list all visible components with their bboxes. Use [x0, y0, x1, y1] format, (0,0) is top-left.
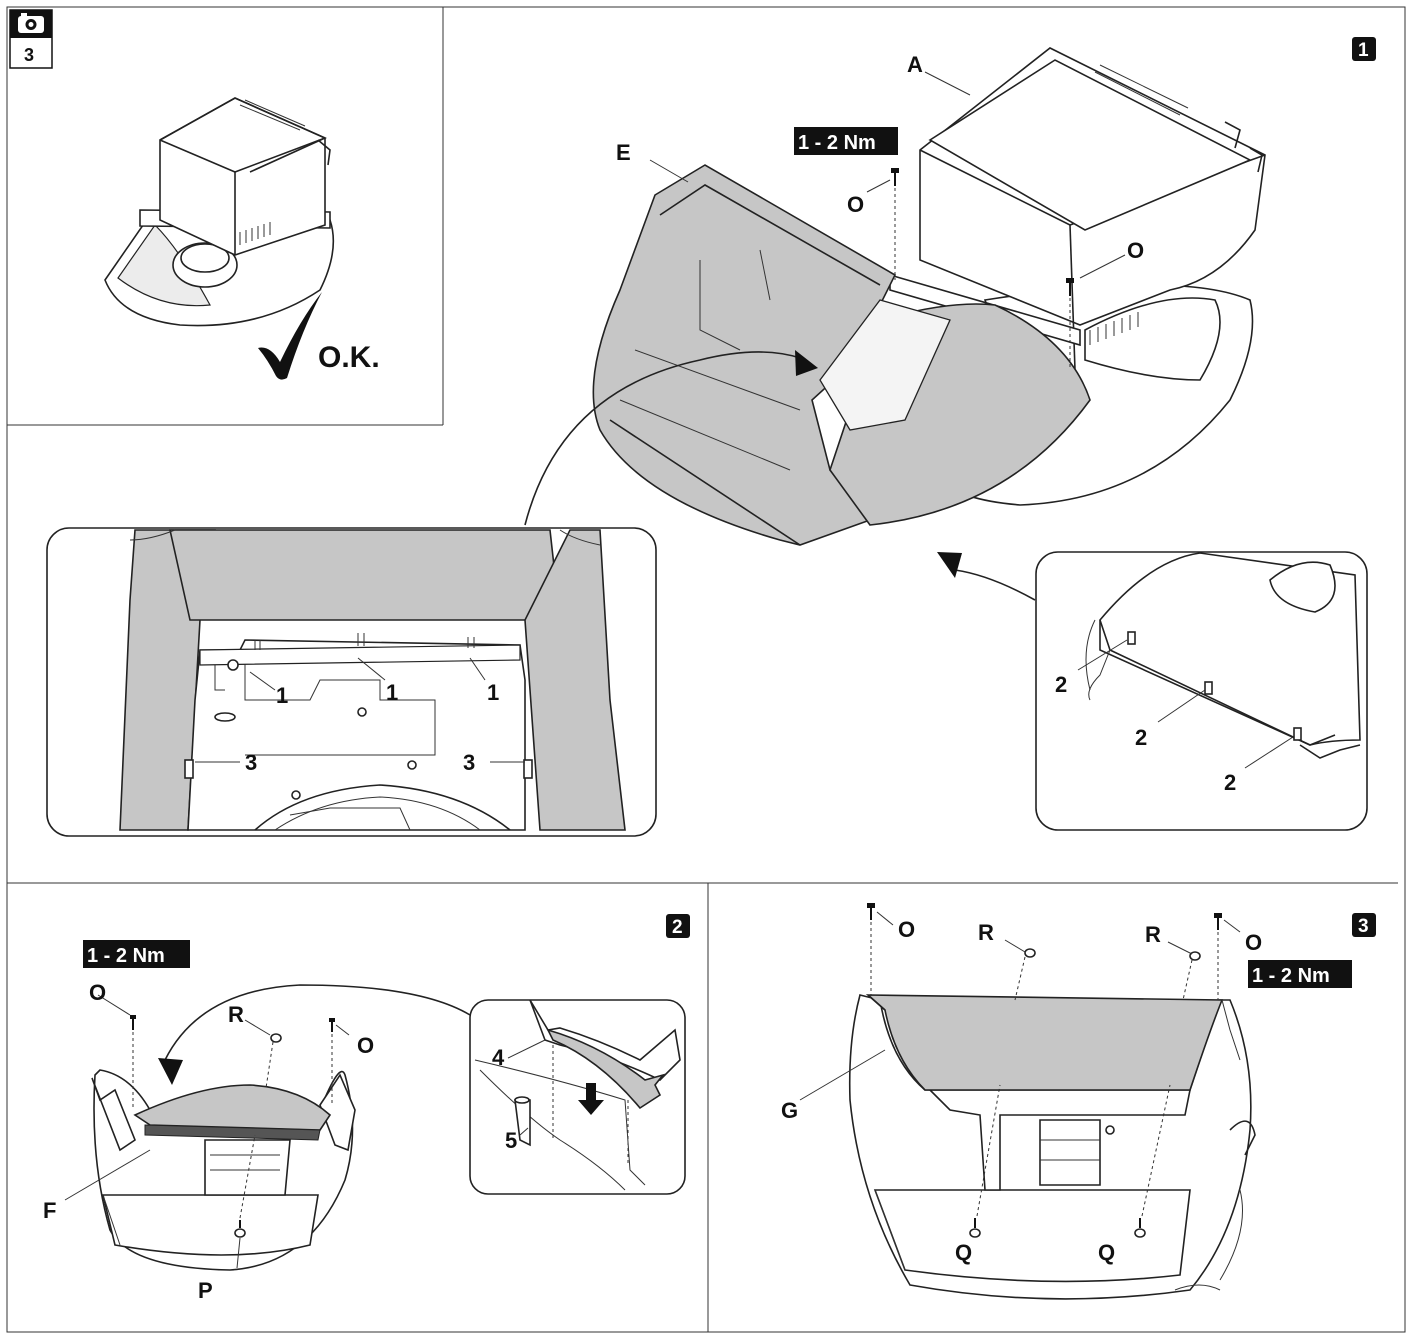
label-R-step3-right: R — [1145, 922, 1161, 947]
camera-icon — [18, 13, 44, 33]
label-O-step3-left: O — [898, 917, 915, 942]
label-3b: 3 — [463, 750, 475, 775]
camera-number: 3 — [24, 45, 34, 65]
label-Q-left: Q — [955, 1240, 972, 1265]
screw-icon-o-left — [130, 1015, 136, 1110]
step-2-inset — [469, 999, 686, 1195]
step-3-illustration — [799, 903, 1256, 1300]
label-E: E — [616, 140, 631, 165]
label-O-step1-right: O — [1127, 238, 1144, 263]
label-F: F — [43, 1198, 56, 1223]
label-G: G — [781, 1098, 798, 1123]
camera-badge: 3 — [9, 9, 53, 69]
label-2c: 2 — [1224, 770, 1236, 795]
label-1a: 1 — [276, 683, 288, 708]
step-1-torque-badge: 1 - 2 Nm — [794, 127, 898, 155]
step-3-torque-badge: 1 - 2 Nm — [1248, 960, 1352, 988]
step-1-badge: 1 — [1352, 37, 1376, 61]
label-O-step2-right: O — [357, 1033, 374, 1058]
screw-icon-o-right-step3 — [1214, 913, 1222, 1000]
svg-text:1 - 2 Nm: 1 - 2 Nm — [87, 945, 165, 967]
label-A: A — [907, 52, 923, 77]
svg-text:1: 1 — [1358, 40, 1369, 61]
label-3a: 3 — [245, 750, 257, 775]
step-3-badge: 3 — [1352, 913, 1376, 937]
label-O-step2-left: O — [89, 980, 106, 1005]
frame-lines — [6, 6, 1406, 1333]
label-R-step2: R — [228, 1002, 244, 1027]
screw-icon-q-left — [969, 1084, 1001, 1238]
label-O-step1-left: O — [847, 192, 864, 217]
step-2-illustration — [64, 984, 471, 1271]
step-1-illustration — [524, 47, 1266, 546]
label-2a: 2 — [1055, 672, 1067, 697]
step-2-torque-badge: 1 - 2 Nm — [83, 940, 190, 968]
step-2-badge: 2 — [666, 914, 690, 938]
nut-icon-r-left — [1014, 948, 1036, 1001]
screw-icon-p — [234, 1134, 256, 1238]
nut-icon-r-right — [1182, 951, 1201, 1001]
screw-icon-o-right — [329, 1018, 335, 1105]
label-2b: 2 — [1135, 725, 1147, 750]
label-5: 5 — [505, 1128, 517, 1153]
svg-text:1 - 2 Nm: 1 - 2 Nm — [1252, 965, 1330, 987]
step-1-inset-right — [937, 551, 1368, 831]
label-1c: 1 — [487, 680, 499, 705]
ok-illustration: O.K. — [104, 97, 380, 380]
screw-icon-q-right — [1134, 1084, 1171, 1238]
label-1b: 1 — [386, 680, 398, 705]
svg-text:1 - 2 Nm: 1 - 2 Nm — [798, 132, 876, 154]
label-4: 4 — [492, 1045, 505, 1070]
label-P: P — [198, 1278, 213, 1303]
nut-icon-r — [265, 1033, 282, 1089]
checkmark-icon — [258, 292, 322, 380]
label-R-step3-left: R — [978, 920, 994, 945]
screw-icon-left — [891, 168, 899, 280]
screw-icon-o-left-step3 — [867, 903, 875, 995]
label-O-step3-right: O — [1245, 930, 1262, 955]
screw-icon-right — [1066, 278, 1074, 370]
ok-label: O.K. — [318, 341, 380, 374]
label-Q-right: Q — [1098, 1240, 1115, 1265]
svg-text:2: 2 — [672, 917, 683, 938]
step-1-inset-left — [46, 527, 657, 837]
svg-text:3: 3 — [1358, 916, 1369, 937]
